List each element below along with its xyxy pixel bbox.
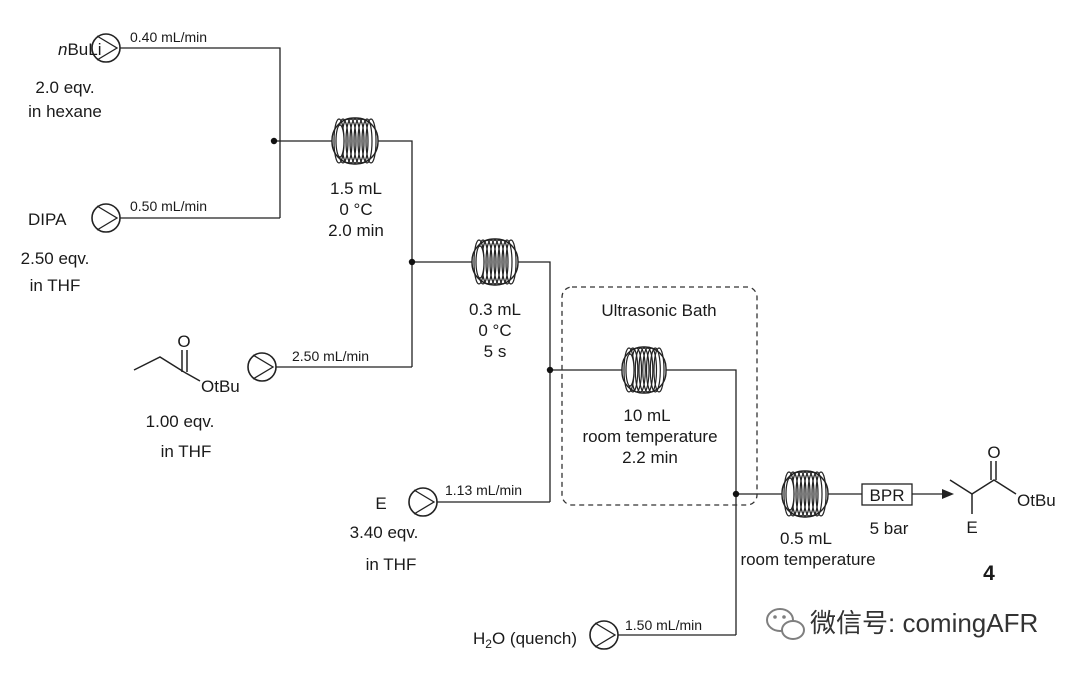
bpr-label: BPR bbox=[870, 486, 905, 505]
r1-temp: 0 °C bbox=[339, 200, 372, 219]
reagent-electrophile-solvent: in THF bbox=[366, 555, 417, 574]
r3-temp: room temperature bbox=[582, 427, 717, 446]
reagent-ester-solvent: in THF bbox=[161, 442, 212, 461]
pump-quench bbox=[589, 620, 619, 650]
junction-3 bbox=[546, 366, 554, 374]
reagent-ester-eqv: 1.00 eqv. bbox=[146, 412, 215, 431]
coil-opening bbox=[335, 124, 345, 158]
reagent-dipa-eqv: 2.50 eqv. bbox=[21, 249, 90, 268]
coil-winding bbox=[501, 239, 513, 285]
pump-ester bbox=[247, 352, 277, 382]
pump-icon bbox=[247, 352, 277, 382]
coil-opening bbox=[625, 353, 635, 387]
product-otbu: OtBu bbox=[1017, 491, 1056, 510]
arrowhead-icon bbox=[942, 489, 954, 499]
coil-winding bbox=[649, 347, 661, 393]
coil-winding bbox=[493, 239, 505, 285]
bath-label: Ultrasonic Bath bbox=[601, 301, 716, 320]
flow-dipa: 0.50 mL/min bbox=[130, 198, 207, 214]
reagent-quench: H2O (quench) bbox=[473, 629, 577, 651]
pump-nbuli bbox=[91, 33, 121, 63]
pump-icon bbox=[91, 203, 121, 233]
reagent-electrophile-eqv: 3.40 eqv. bbox=[350, 523, 419, 542]
r2-temp: 0 °C bbox=[478, 321, 511, 340]
coil-winding bbox=[803, 471, 815, 517]
ester-carbonyl-o: O bbox=[177, 332, 190, 351]
reagent-nbuli-eqv: 2.0 eqv. bbox=[35, 78, 94, 97]
pump-icon bbox=[91, 33, 121, 63]
coil-winding bbox=[489, 239, 501, 285]
product-carbonyl-o: O bbox=[987, 443, 1000, 462]
coil-winding bbox=[634, 347, 646, 393]
coil-winding bbox=[497, 239, 509, 285]
r3-time: 2.2 min bbox=[622, 448, 678, 467]
coil-winding bbox=[638, 347, 650, 393]
reagent-dipa-name: DIPA bbox=[28, 210, 67, 229]
coil-winding bbox=[353, 118, 365, 164]
bpr-pressure: 5 bar bbox=[870, 519, 909, 538]
coil-winding bbox=[642, 347, 654, 393]
reagent-nbuli-solvent: in hexane bbox=[28, 102, 102, 121]
product-structure: O OtBu E bbox=[949, 443, 1056, 537]
ester-structure: O OtBu bbox=[133, 332, 240, 396]
flow-quench: 1.50 mL/min bbox=[625, 617, 702, 633]
coil-winding bbox=[361, 118, 373, 164]
flow-nbuli: 0.40 mL/min bbox=[130, 29, 207, 45]
coil-winding bbox=[357, 118, 369, 164]
r1-outlet bbox=[378, 140, 413, 367]
flow-ester: 2.50 mL/min bbox=[292, 348, 369, 364]
coil-winding bbox=[795, 471, 807, 517]
product-substituent: E bbox=[966, 518, 977, 537]
r1-time: 2.0 min bbox=[328, 221, 384, 240]
coil-winding bbox=[505, 239, 517, 285]
pump-dipa bbox=[91, 203, 121, 233]
flow-electrophile: 1.13 mL/min bbox=[445, 482, 522, 498]
coil-winding bbox=[811, 471, 823, 517]
r2-time: 5 s bbox=[484, 342, 507, 361]
ultrasonic-bath-box bbox=[561, 286, 758, 506]
coil-winding bbox=[485, 239, 497, 285]
tubing bbox=[120, 47, 954, 636]
wechat-icon bbox=[766, 608, 805, 640]
watermark-text: 微信号: comingAFR bbox=[810, 608, 1038, 638]
coil-winding bbox=[815, 471, 827, 517]
reagent-dipa-solvent: in THF bbox=[30, 276, 81, 295]
bpr-box bbox=[861, 483, 913, 506]
coil-windings bbox=[333, 118, 827, 517]
junction-2 bbox=[408, 258, 416, 266]
pump-icon bbox=[589, 620, 619, 650]
junction-4 bbox=[732, 490, 740, 498]
coil-winding bbox=[345, 118, 357, 164]
nbuli-line bbox=[120, 47, 281, 218]
coil-winding bbox=[365, 118, 377, 164]
ester-otbu: OtBu bbox=[201, 377, 240, 396]
watermark: 微信号: comingAFR bbox=[766, 608, 1038, 640]
junction-1 bbox=[270, 137, 278, 145]
reagent-nbuli-name: nBuLi bbox=[58, 40, 102, 59]
pump-icon bbox=[408, 487, 438, 517]
coil-winding bbox=[349, 118, 361, 164]
coil-winding bbox=[645, 347, 658, 393]
r3-outlet bbox=[666, 369, 737, 635]
coil-winding bbox=[807, 471, 819, 517]
r2-volume: 0.3 mL bbox=[469, 300, 521, 319]
r4-volume: 0.5 mL bbox=[780, 529, 832, 548]
coil-opening bbox=[785, 477, 795, 511]
coil-winding bbox=[653, 347, 665, 393]
r1-volume: 1.5 mL bbox=[330, 179, 382, 198]
coil-opening bbox=[475, 245, 485, 279]
r4-temp: room temperature bbox=[740, 550, 875, 569]
coil-winding bbox=[799, 471, 811, 517]
reagent-electrophile-name: E bbox=[375, 494, 386, 513]
product-number: 4 bbox=[983, 562, 995, 585]
r2-outlet bbox=[518, 261, 551, 502]
r3-volume: 10 mL bbox=[623, 406, 670, 425]
pump-electrophile bbox=[408, 487, 438, 517]
